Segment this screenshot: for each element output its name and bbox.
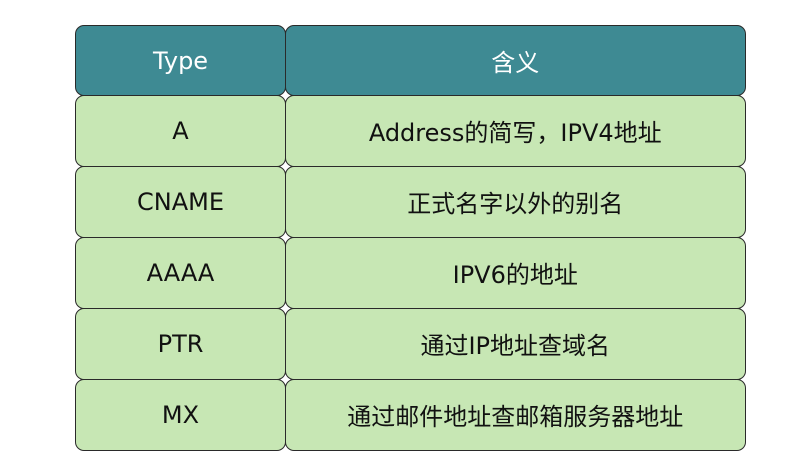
row-meaning-cell: Address的简写，IPV4地址 [284,94,746,167]
row-meaning-cell: IPV6的地址 [284,236,746,309]
header-type: Type [75,25,286,96]
dns-record-type-table: Type 含义 A Address的简写，IPV4地址 CNAME 正式名字以外… [75,25,746,451]
row-type-cell: CNAME [75,165,286,238]
table-row: AAAA IPV6的地址 [75,236,746,309]
table-row: CNAME 正式名字以外的别名 [75,165,746,238]
row-type-cell: MX [75,378,286,451]
row-meaning-cell: 通过邮件地址查邮箱服务器地址 [284,378,746,451]
table-header-row: Type 含义 [75,25,746,96]
row-meaning-cell: 正式名字以外的别名 [284,165,746,238]
row-type-cell: PTR [75,307,286,380]
table-row: PTR 通过IP地址查域名 [75,307,746,380]
row-meaning-cell: 通过IP地址查域名 [284,307,746,380]
table-row: MX 通过邮件地址查邮箱服务器地址 [75,378,746,451]
row-type-cell: AAAA [75,236,286,309]
table-row: A Address的简写，IPV4地址 [75,94,746,167]
row-type-cell: A [75,94,286,167]
header-meaning: 含义 [284,25,746,96]
